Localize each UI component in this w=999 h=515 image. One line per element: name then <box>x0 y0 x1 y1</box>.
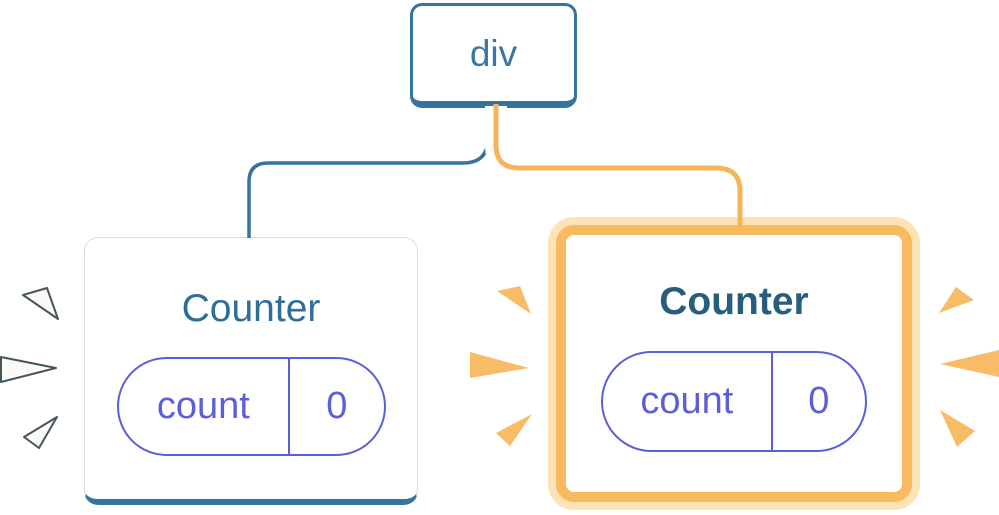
state-value: 0 <box>326 385 348 427</box>
spark-right-middle-icon <box>940 350 999 377</box>
state-name: count <box>119 359 291 454</box>
counter-node-left: Counter count 0 <box>84 237 418 505</box>
edge-div-to-right-counter-casing <box>485 106 751 214</box>
state-name: count <box>603 353 773 450</box>
edge-div-to-left-counter <box>247 104 490 238</box>
counter-title: Counter <box>181 287 321 330</box>
root-node-div: div <box>410 3 577 108</box>
spark-left-middle-icon <box>0 356 57 383</box>
spark-middle-bottom-icon <box>496 414 532 446</box>
state-pill: count 0 <box>601 351 867 452</box>
counter-title: Counter <box>659 280 809 323</box>
state-pill: count 0 <box>116 357 386 456</box>
spark-right-bottom-icon <box>940 410 975 447</box>
spark-middle-top-icon <box>497 286 531 314</box>
counter-node-right-highlighted: Counter count 0 <box>556 225 912 502</box>
spark-middle-middle-icon <box>470 352 529 378</box>
edge-div-to-right-counter <box>493 104 743 229</box>
root-node-label: div <box>469 32 518 74</box>
spark-left-bottom-icon <box>23 416 58 449</box>
spark-right-top-icon <box>939 287 974 313</box>
state-value: 0 <box>808 380 830 422</box>
spark-left-top-icon <box>22 287 59 320</box>
